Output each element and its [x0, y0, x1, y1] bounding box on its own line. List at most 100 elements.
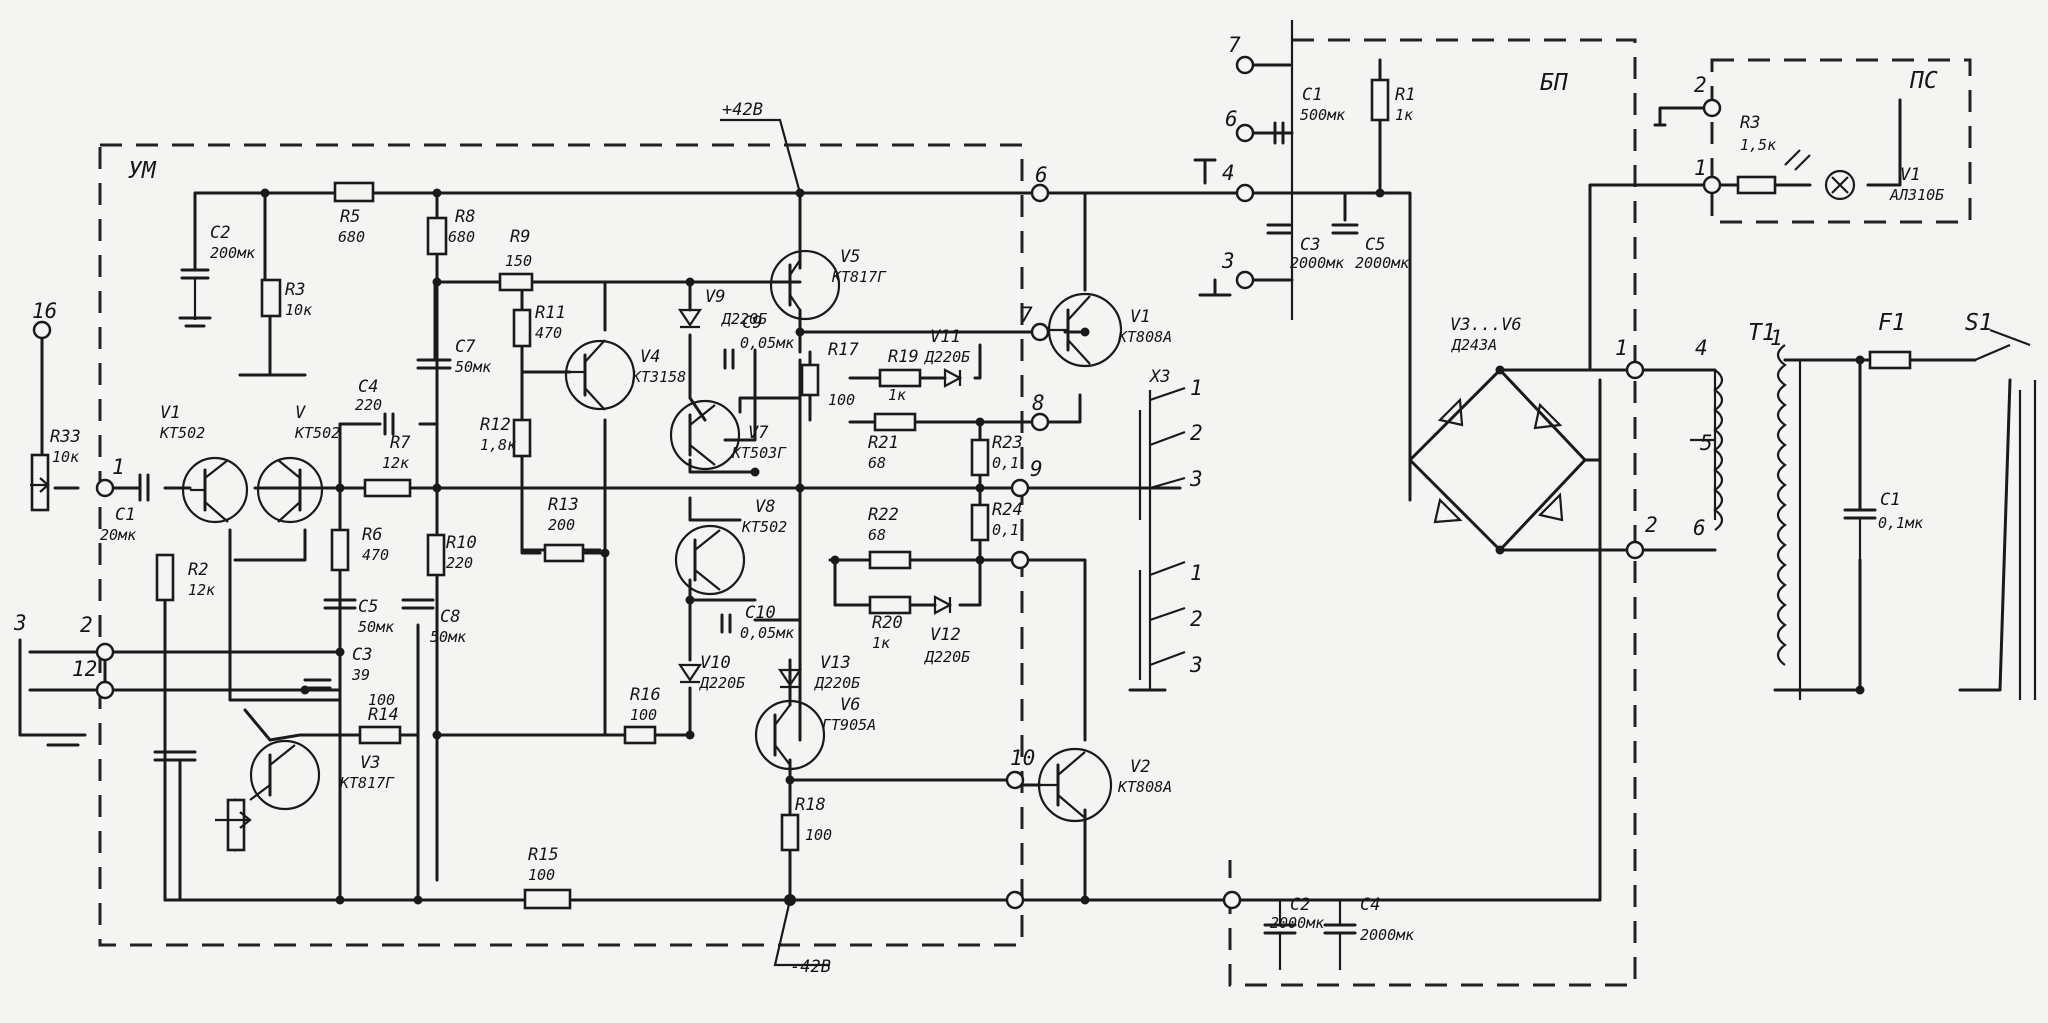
- c5-ref: C5: [358, 597, 378, 617]
- node-10: 10: [1010, 746, 1035, 770]
- node-1-ind: 1: [1694, 156, 1707, 180]
- c3-value: 39: [351, 666, 370, 684]
- v1-output-ref: V1: [1130, 307, 1150, 327]
- x3-pin-3a: 3: [1189, 467, 1203, 491]
- transistor-v3: [249, 739, 321, 811]
- v8-ref: V8: [755, 497, 775, 517]
- transistor-v5: [769, 249, 841, 321]
- r16-value: 100: [630, 706, 657, 724]
- r2-value: 12к: [188, 581, 216, 599]
- v7-ref: V7: [748, 423, 769, 443]
- c3-ref: C3: [352, 645, 372, 665]
- line-cap-ref: C1: [1880, 490, 1900, 510]
- node-1-tr: 1: [1770, 326, 1783, 350]
- c1-ref: C1: [115, 505, 135, 525]
- psu-c4-value: 2000мк: [1360, 926, 1415, 944]
- fuse-ref: F1: [1878, 310, 1906, 336]
- r22-ref: R22: [868, 505, 899, 525]
- r10-value: 220: [446, 554, 473, 572]
- r10-ref: R10: [446, 533, 477, 553]
- v-type: КТ502: [294, 424, 340, 442]
- r11-value: 470: [535, 324, 562, 342]
- indicator-block-boundary: [1710, 58, 1972, 224]
- connector-ref: X3: [1148, 367, 1170, 387]
- r2-ref: R2: [188, 560, 208, 580]
- r22-value: 68: [868, 526, 886, 544]
- c8-value: 50мк: [430, 628, 467, 646]
- c10-ref: C10: [745, 603, 776, 623]
- r6-value: 470: [362, 546, 389, 564]
- r18-ref: R18: [795, 795, 826, 815]
- node-12: 12: [72, 657, 97, 681]
- node-6-psu: 6: [1225, 107, 1238, 131]
- transistor-v1-diff: [181, 456, 249, 524]
- led-type: АЛ310Б: [1889, 186, 1944, 204]
- r13-value: 200: [548, 516, 575, 534]
- r17-ref: R17: [828, 340, 859, 360]
- transistor-v-diff: [256, 456, 324, 524]
- r9-ref: R9: [510, 227, 530, 247]
- ind-r-value: 1,5к: [1740, 136, 1777, 154]
- c7-value: 50мк: [455, 358, 492, 376]
- x3-pin-2b: 2: [1190, 607, 1203, 631]
- psu-c2-ref: C2: [1290, 895, 1310, 915]
- r23-ref: R23: [992, 433, 1023, 453]
- c2-ref: C2: [210, 223, 230, 243]
- node-2-ind: 2: [1694, 73, 1707, 97]
- x3-pin-1b: 1: [1190, 561, 1203, 585]
- junctions: [260, 188, 1865, 906]
- transistor-v8: [674, 524, 746, 596]
- diode-symbols: [677, 149, 1856, 689]
- misc-symbols: [30, 123, 2037, 829]
- v9-ref: V9: [705, 287, 725, 307]
- v4-ref: V4: [640, 347, 660, 367]
- psu-c1-ref: C1: [1302, 85, 1322, 105]
- amp-block-label: УМ: [128, 158, 157, 184]
- v7-type: КТ503Г: [731, 444, 787, 462]
- v4-type: КТ3158: [631, 368, 686, 386]
- r17-value: 100: [828, 391, 855, 409]
- transistor-v1-output: [1047, 292, 1123, 368]
- r21-ref: R21: [868, 433, 899, 453]
- v9-type: Д220Б: [720, 310, 767, 328]
- node-1-in: 1: [112, 455, 125, 479]
- psu-block-label: БП: [1540, 70, 1568, 96]
- v6-type: ГТ905А: [822, 716, 876, 734]
- v13-ref: V13: [820, 653, 851, 673]
- x3-pin-1a: 1: [1190, 376, 1203, 400]
- transistor-symbols: [181, 249, 1123, 823]
- r3-value: 10к: [285, 301, 313, 319]
- r20-ref: R20: [872, 613, 903, 633]
- node-9: 9: [1030, 457, 1043, 481]
- psu-c5-value: 2000мк: [1355, 254, 1410, 272]
- bridge-type: Д243А: [1450, 336, 1497, 354]
- r6-ref: R6: [362, 525, 382, 545]
- led-ref: V1: [1900, 165, 1920, 185]
- v3-ref: V3: [360, 753, 380, 773]
- transformer-ref: Т1: [1748, 320, 1776, 346]
- c9-value: 0,05мк: [740, 334, 795, 352]
- r33-value: 10к: [52, 448, 80, 466]
- v6-ref: V6: [840, 695, 860, 715]
- v13-type: Д220Б: [813, 674, 860, 692]
- node-6-tr: 6: [1693, 516, 1706, 540]
- amp-block-boundary: [98, 143, 1024, 947]
- r8-value: 680: [448, 228, 475, 246]
- transistor-v7: [669, 399, 741, 471]
- node-7-psu: 7: [1228, 33, 1241, 57]
- r14-ref: R14: [368, 705, 399, 725]
- r3-ref: R3: [285, 280, 305, 300]
- r9-value: 150: [505, 252, 532, 270]
- c10-value: 0,05мк: [740, 624, 795, 642]
- c4-value: 220: [355, 396, 382, 414]
- v5-ref: V5: [840, 247, 860, 267]
- v12-ref: V12: [930, 625, 961, 645]
- c7-ref: C7: [455, 337, 476, 357]
- neg-rail-label: -42В: [790, 957, 831, 977]
- v11-ref: V11: [930, 327, 961, 347]
- r14-value: 100: [368, 691, 395, 709]
- r19-ref: R19: [888, 347, 919, 367]
- indicator-block-label: ПС: [1909, 68, 1938, 94]
- v2-output-ref: V2: [1130, 757, 1150, 777]
